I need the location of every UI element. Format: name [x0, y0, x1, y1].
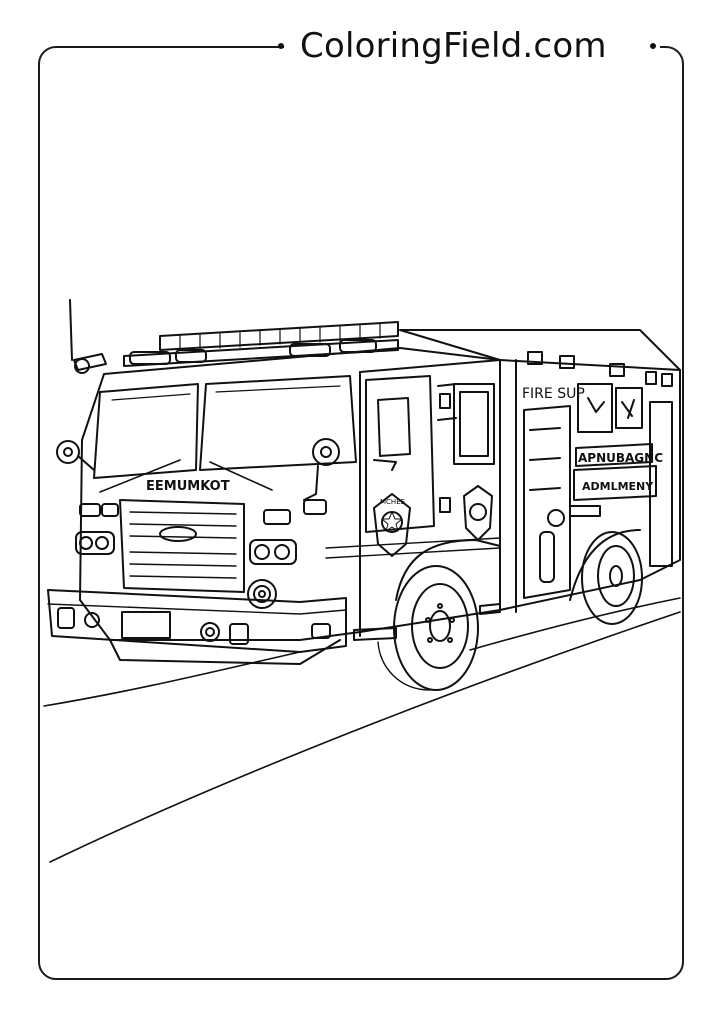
side-label-mid: APNUBAGNC	[578, 451, 663, 465]
headlights	[76, 500, 326, 564]
header-gap	[284, 30, 660, 64]
door-emblem-text: MCHEE	[380, 498, 405, 506]
windshield	[94, 376, 356, 492]
rear-wheel	[570, 530, 642, 624]
roof-light-bar	[124, 322, 398, 366]
rear-compartment-body	[400, 330, 680, 612]
front-grille	[120, 500, 244, 592]
cab-lettering: EEMUMKOT	[146, 479, 230, 494]
header-dot-left	[278, 43, 284, 49]
rear-step	[480, 604, 500, 614]
front-bumper	[48, 580, 346, 652]
antenna	[70, 300, 106, 373]
cab-step	[354, 628, 396, 640]
side-label-low: ADMLMENY	[582, 480, 654, 493]
side-label-top: FIRE SUP	[522, 386, 585, 402]
site-brand-title: ColoringField.com	[300, 26, 607, 66]
road-lines	[44, 598, 680, 862]
front-wheel	[378, 540, 500, 690]
side-mirrors	[57, 439, 339, 500]
header-dot-right	[650, 43, 656, 49]
cab-body	[80, 348, 500, 664]
cab-door	[366, 376, 494, 532]
